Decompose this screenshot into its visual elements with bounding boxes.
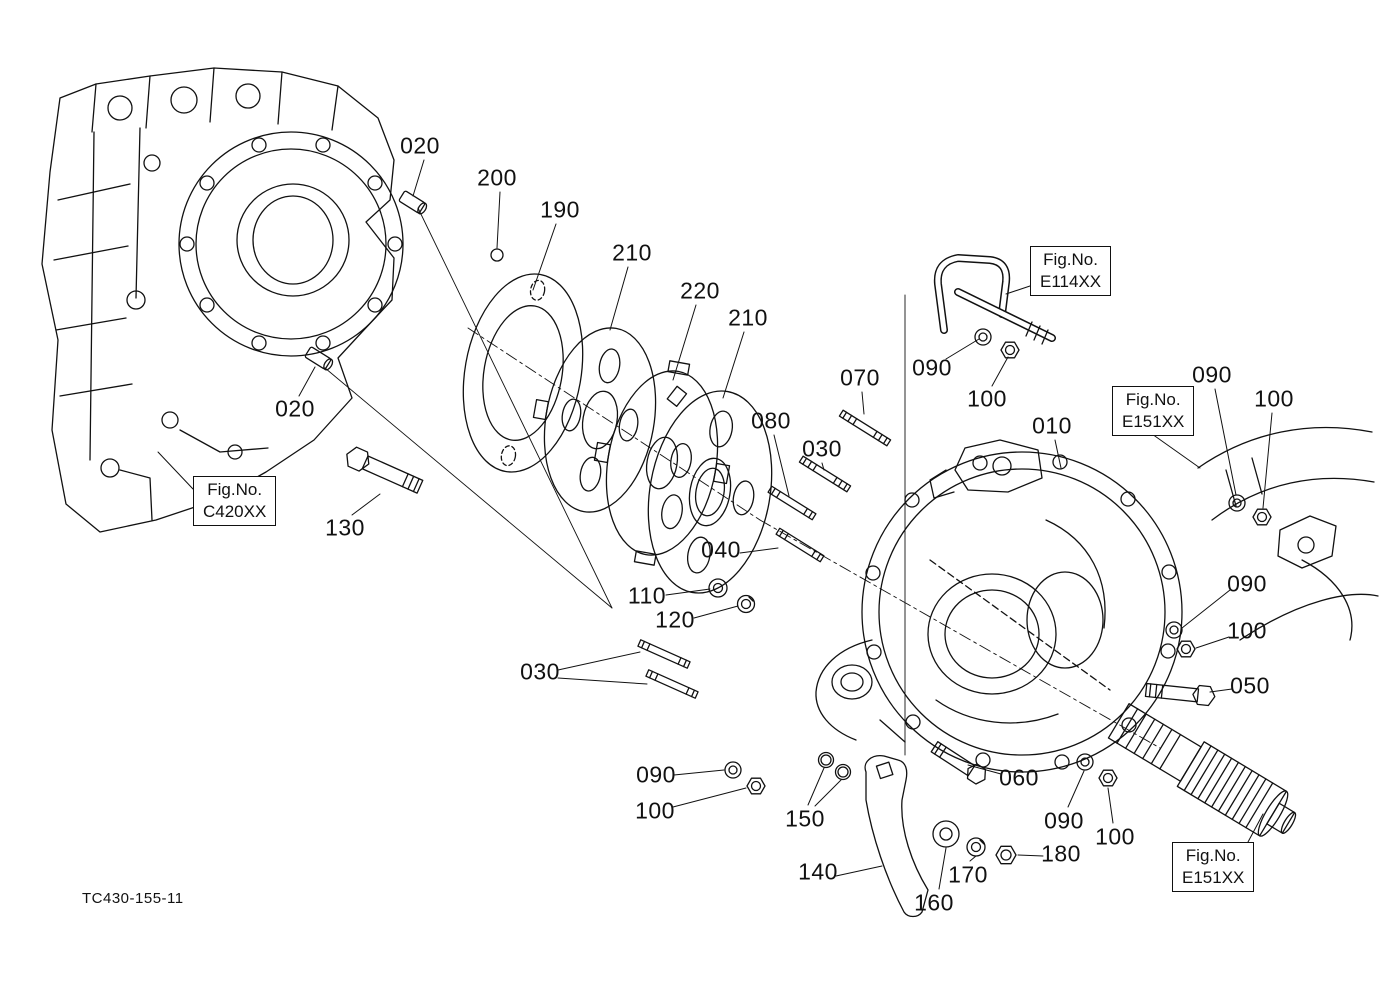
washer-090-bottomleft — [724, 761, 742, 779]
disc-210-rear — [532, 327, 688, 513]
part-label-060: 060 — [999, 764, 1039, 791]
o-rings-150 — [817, 751, 852, 781]
part-label-090-shaft: 090 — [1044, 807, 1084, 834]
stud-080 — [767, 485, 817, 521]
part-label-150: 150 — [785, 805, 825, 832]
construction-lines — [324, 207, 1161, 756]
part-label-010: 010 — [1032, 412, 1072, 439]
spring-washer-170 — [966, 837, 986, 857]
clutch-lever-140 — [864, 755, 929, 918]
nut-100-shaft — [1098, 769, 1118, 787]
plate-190 — [462, 273, 584, 473]
dowel-pin-020-left — [304, 346, 334, 371]
part-label-100-bottomleft: 100 — [635, 797, 675, 824]
stud-030-lower-b — [645, 669, 699, 699]
part-label-090-rightmid: 090 — [1227, 570, 1267, 597]
nut-100-bottomleft — [746, 777, 766, 795]
fig-ref-code: E151XX — [1182, 868, 1245, 888]
part-label-040: 040 — [701, 536, 741, 563]
washer-090-topright — [1228, 494, 1246, 512]
part-label-120: 120 — [655, 606, 695, 633]
washer-160 — [932, 820, 960, 848]
part-label-090-topright: 090 — [1192, 361, 1232, 388]
part-label-080: 080 — [751, 407, 791, 434]
washer-090-shaft — [1076, 753, 1094, 771]
leader-lines — [157, 159, 1273, 890]
fig-ref-title: Fig.No. — [207, 480, 263, 499]
fig-ref-title: Fig.No. — [1043, 250, 1098, 269]
part-label-030-lower: 030 — [520, 658, 560, 685]
part-label-210-front: 210 — [728, 304, 768, 331]
fig-ref-e151-top: Fig.No. E151XX — [1112, 386, 1195, 437]
stud-070 — [838, 409, 892, 447]
nut-100-topright — [1252, 508, 1272, 526]
fig-ref-title: Fig.No. — [1125, 390, 1181, 409]
steel-ball-200 — [490, 248, 504, 262]
washer-090-rightmid — [1165, 621, 1183, 639]
part-label-180: 180 — [1041, 840, 1081, 867]
output-shaft — [1107, 703, 1297, 837]
washer-090-e114 — [974, 328, 992, 346]
part-label-100-topright: 100 — [1254, 385, 1294, 412]
spring-washer-120 — [736, 594, 756, 614]
fig-ref-code: C420XX — [203, 502, 267, 522]
stud-030-lower-a — [637, 639, 691, 669]
part-label-110: 110 — [627, 582, 667, 609]
part-label-090-e114: 090 — [912, 354, 952, 381]
part-label-100-rightmid: 100 — [1227, 617, 1267, 644]
nut-100-rightmid — [1176, 640, 1196, 658]
plate-220 — [593, 360, 731, 566]
clutch-disc-stack — [462, 273, 773, 594]
engine-block — [41, 67, 404, 533]
part-label-130: 130 — [325, 514, 365, 541]
nut-180 — [995, 845, 1017, 865]
stud-030-upper — [798, 455, 852, 493]
part-label-200: 200 — [477, 164, 517, 191]
fig-ref-code: E114XX — [1040, 272, 1102, 292]
fig-ref-c420: Fig.No. C420XX — [193, 476, 277, 527]
part-label-140: 140 — [798, 858, 838, 885]
fig-ref-e114: Fig.No. E114XX — [1030, 246, 1112, 297]
drawing-number: TC430-155-11 — [82, 890, 184, 907]
part-label-020-top: 020 — [400, 132, 440, 159]
part-label-030-upper: 030 — [802, 435, 842, 462]
adjacent-housing-arcs — [1197, 426, 1379, 641]
part-label-100-shaft: 100 — [1095, 823, 1135, 850]
part-label-190: 190 — [540, 196, 580, 223]
nut-100-e114 — [1000, 341, 1020, 359]
bolt-050 — [1144, 682, 1216, 707]
fig-ref-code: E151XX — [1122, 412, 1185, 432]
part-label-160: 160 — [914, 889, 954, 916]
part-label-090-bottomleft: 090 — [636, 761, 676, 788]
part-label-170: 170 — [948, 861, 988, 888]
u-bolt-e114 — [933, 254, 1056, 345]
bolt-060 — [930, 741, 987, 785]
fig-ref-e151-bottom: Fig.No. E151XX — [1172, 842, 1255, 893]
fig-ref-title: Fig.No. — [1185, 846, 1241, 865]
clutch-housing-010 — [815, 439, 1183, 773]
part-label-220: 220 — [680, 277, 720, 304]
part-label-050: 050 — [1230, 672, 1270, 699]
bolt-130 — [346, 446, 424, 494]
part-label-100-e114: 100 — [967, 385, 1007, 412]
washer-110 — [708, 578, 728, 598]
part-label-020-left: 020 — [275, 395, 315, 422]
part-label-210-rear: 210 — [612, 239, 652, 266]
part-label-070: 070 — [840, 364, 880, 391]
dowel-pin-020-top — [398, 190, 428, 215]
stud-040 — [775, 527, 825, 563]
